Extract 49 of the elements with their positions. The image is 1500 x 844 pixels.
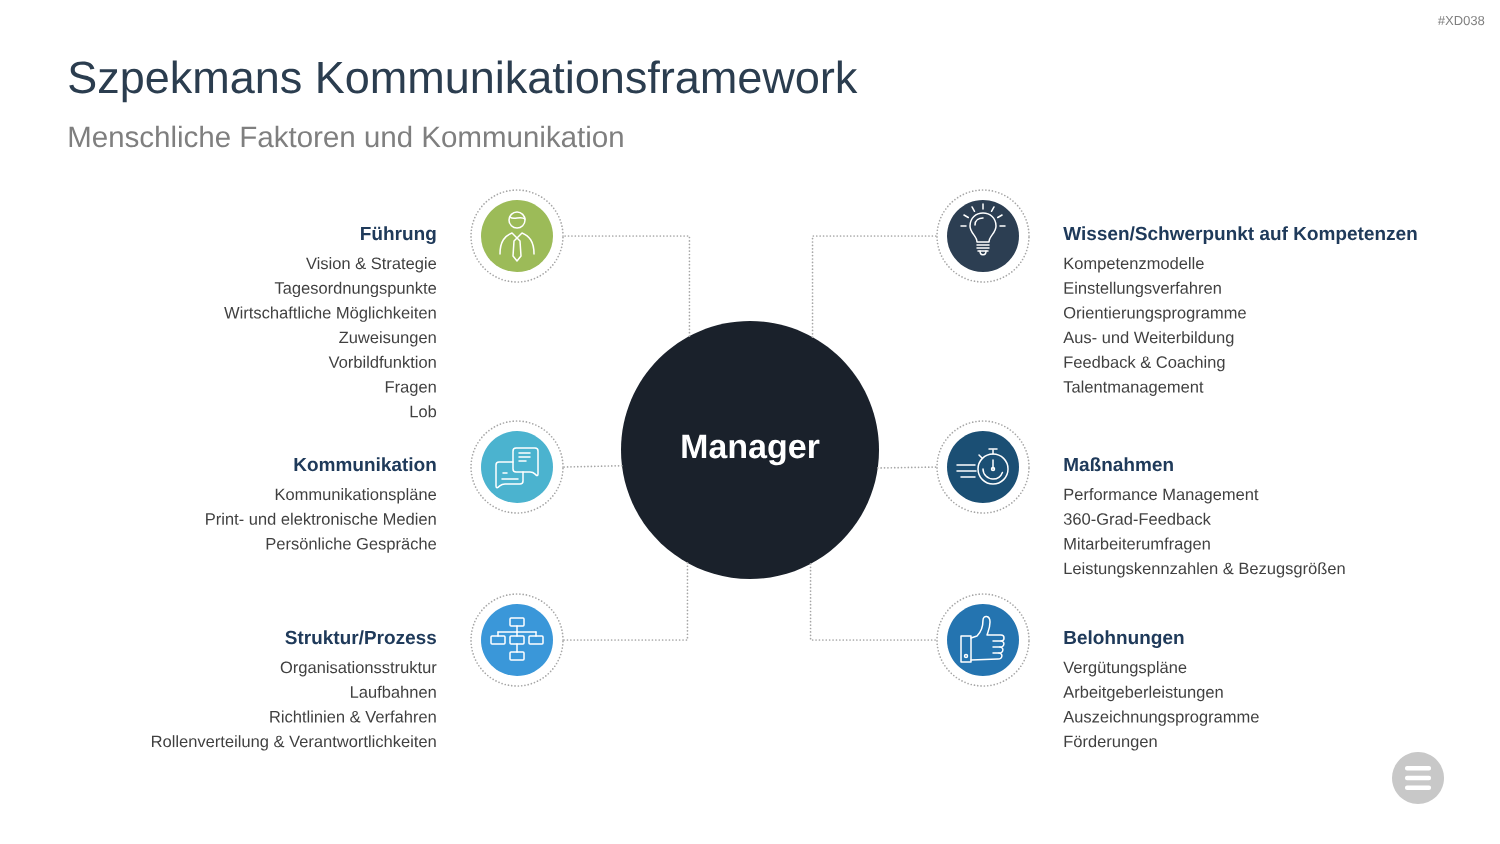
list-item: Feedback & Coaching (1064, 355, 1225, 372)
list-item: Kompetenzmodelle (1064, 257, 1204, 273)
icon-circle (470, 593, 564, 687)
section-heading: Führung (361, 226, 436, 245)
connector-line (809, 563, 938, 641)
list-item: Organisationsstruktur (280, 661, 437, 677)
list-item: Lob (410, 405, 437, 418)
list-item: Vergütungspläne (1063, 661, 1187, 677)
subtitle: Menschliche Faktoren und Kommunikation (69, 125, 623, 148)
list-item: Einstellungsverfahren (1064, 281, 1221, 298)
connector-line (562, 562, 689, 641)
list-item: Persönliche Gespräche (266, 537, 437, 553)
list-item: Förderungen (1064, 735, 1157, 751)
list-item: Performance Management (1064, 488, 1259, 504)
slide-code: #XD038 (1437, 15, 1485, 26)
list-item: Richtlinien & Verfahren (270, 710, 436, 723)
list-item: Leistungskennzahlen & Bezugsgrößen (1064, 562, 1345, 578)
icon-circle (936, 593, 1030, 687)
icon-circle (936, 420, 1030, 514)
list-item: Orientierungsprogramme (1064, 306, 1246, 322)
connector-line (811, 235, 938, 339)
connector-line (562, 235, 691, 337)
list-item: Vision & Strategie (306, 257, 437, 273)
section-heading: Belohnungen (1064, 630, 1184, 649)
list-item: Rollenverteilung & Verantwortlichkeiten (152, 735, 436, 751)
title: Szpekmans Kommunikationsframework (69, 60, 858, 103)
list-item: Zuweisungen (339, 331, 436, 347)
list-item: Auszeichnungsprogramme (1063, 710, 1259, 726)
section-heading: Maßnahmen (1064, 457, 1173, 472)
list-item: Tagesordnungspunkte (274, 281, 437, 298)
icon-circle (470, 189, 564, 283)
icon-circle (470, 420, 564, 514)
list-item: Fragen (385, 381, 436, 396)
list-item: Print- und elektronische Medien (206, 512, 436, 525)
section-heading: Kommunikation (294, 457, 436, 472)
list-item: 360-Grad-Feedback (1063, 512, 1211, 525)
list-item: Arbeitgeberleistungen (1063, 685, 1223, 702)
list-item: Aus- und Weiterbildung (1063, 331, 1234, 347)
connector-line (562, 464, 623, 468)
list-item: Talentmanagement (1063, 380, 1204, 396)
icon-circle (936, 189, 1030, 283)
list-item: Laufbahnen (351, 685, 436, 698)
section-heading: Wissen/Schwerpunkt auf Kompetenzen (1063, 226, 1417, 244)
list-item: Kommunikationspläne (275, 488, 437, 504)
connector-line (876, 466, 938, 469)
list-item: Wirtschaftliche Möglichkeiten (224, 306, 436, 322)
section-heading: Struktur/Prozess (285, 630, 436, 645)
list-item: Mitarbeiterumfragen (1064, 537, 1210, 553)
list-item: Vorbildfunktion (328, 355, 436, 368)
